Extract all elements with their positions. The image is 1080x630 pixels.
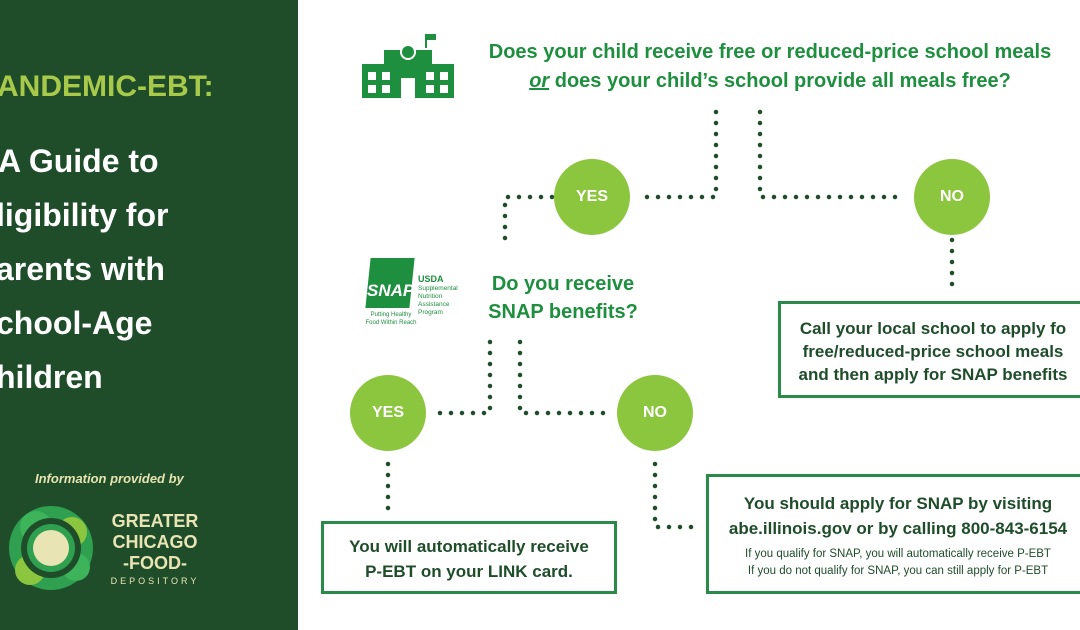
result-note: If you qualify for SNAP, you will automa…: [745, 548, 1051, 560]
snap-tagline: Putting Healthy Food Within Reach: [365, 312, 417, 326]
emphasis-or: or: [529, 70, 550, 92]
snap-logo: SNAP USDA Supplemental Nutrition Assista…: [364, 254, 476, 336]
school-icon: [362, 34, 454, 98]
connector-line: [502, 194, 555, 249]
program-word: Nutrition: [418, 293, 443, 300]
question-school-meals: Does your child receive free or reduced-…: [470, 41, 1070, 93]
question-line: or does your child’s school provide all …: [470, 70, 1070, 93]
question-line: Do you receive: [491, 273, 635, 295]
subtitle-line: A Guide to: [0, 143, 159, 179]
subtitle-line: arents with: [0, 251, 165, 287]
sidebar: ANDEMIC-EBT: A Guide to ligibility for a…: [0, 0, 298, 630]
no-school-meals-result-box: Call your local school to apply fo free/…: [778, 301, 1080, 398]
program-word: Assistance: [418, 301, 450, 308]
question-snap: Do you receive SNAP benefits?: [478, 270, 648, 326]
result-line: abe.illinois.gov or by calling 800-843-6…: [728, 519, 1068, 538]
yes-circle-snap: YES: [350, 375, 426, 451]
logo-text: DEPOSITORY: [110, 576, 200, 586]
subtitle-line: ligibility for: [0, 197, 169, 233]
yes-circle-school-meals: YES: [554, 159, 630, 235]
connector-line: [757, 109, 909, 200]
connector-line: [435, 339, 493, 416]
no-snap-result-box: You should apply for SNAP by visiting ab…: [706, 474, 1080, 594]
title-pandemic-ebt: ANDEMIC-EBT:: [0, 70, 214, 103]
logo-text: GREATER: [111, 511, 199, 531]
usda-label: USDA: [418, 274, 444, 284]
logo-text: CHICAGO: [112, 532, 198, 552]
result-note: If you do not qualify for SNAP, you can …: [747, 565, 1049, 577]
result-line: You should apply for SNAP by visiting: [743, 494, 1053, 513]
no-circle-school-meals: NO: [914, 159, 990, 235]
subtitle-line: chool-Age: [0, 305, 153, 341]
snap-brand: SNAP: [367, 281, 415, 300]
no-circle-snap: NO: [617, 375, 693, 451]
question-line: SNAP benefits?: [488, 301, 638, 323]
connector-line: [637, 109, 719, 200]
program-word: Supplemental: [418, 285, 458, 292]
subtitle-line: hildren: [0, 359, 103, 395]
question-line-rest: does your child’s school provide all mea…: [549, 70, 1011, 92]
connector-line: [517, 339, 609, 416]
info-label: Information provided by: [35, 471, 184, 486]
program-word: Program: [418, 309, 443, 316]
connector-line: [652, 461, 695, 530]
result-line: Call your local school to apply fo: [799, 319, 1067, 338]
result-line: You will automatically receive: [349, 537, 589, 556]
food-depository-logo-icon: [9, 506, 93, 590]
question-line: Does your child receive free or reduced-…: [488, 41, 1052, 63]
result-line: P-EBT on your LINK card.: [365, 562, 573, 581]
logo-text: -FOOD-: [123, 553, 187, 573]
result-line: free/reduced-price school meals: [802, 342, 1064, 361]
yes-snap-result-box: You will automatically receive P-EBT on …: [321, 521, 617, 594]
result-line: and then apply for SNAP benefits: [798, 365, 1068, 384]
